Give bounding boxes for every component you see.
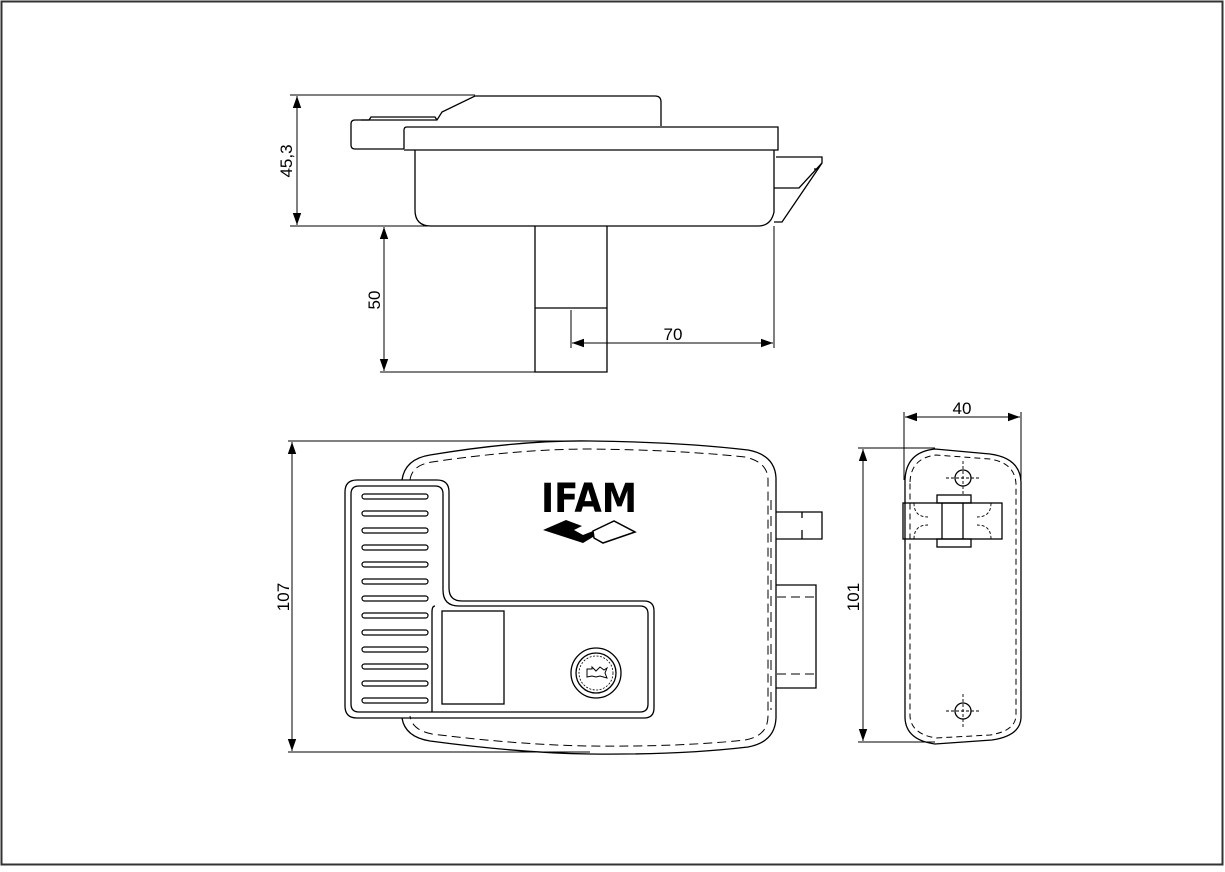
dimension-height-101: 101 [844,583,863,611]
side-view-dimensions [858,412,1022,743]
handle-grip-slots [361,493,429,704]
dimension-backset-70: 70 [664,325,683,344]
dimension-height-107: 107 [274,583,293,611]
dimension-cylinder-50: 50 [365,291,384,310]
front-view [344,440,823,755]
dimension-height-45-3: 45,3 [277,144,296,177]
top-view-dimensions [290,94,775,373]
top-view [350,95,823,373]
keyhole-cylinder-icon [570,647,622,699]
mounting-hole-icon [946,461,980,495]
brand-logo-text: IFAM [541,476,637,522]
front-view-dimensions [287,440,590,753]
dimension-width-40: 40 [953,399,972,418]
mounting-hole-icon [946,694,980,728]
logo-icon: IFAM [541,476,637,544]
side-view [902,448,1022,745]
